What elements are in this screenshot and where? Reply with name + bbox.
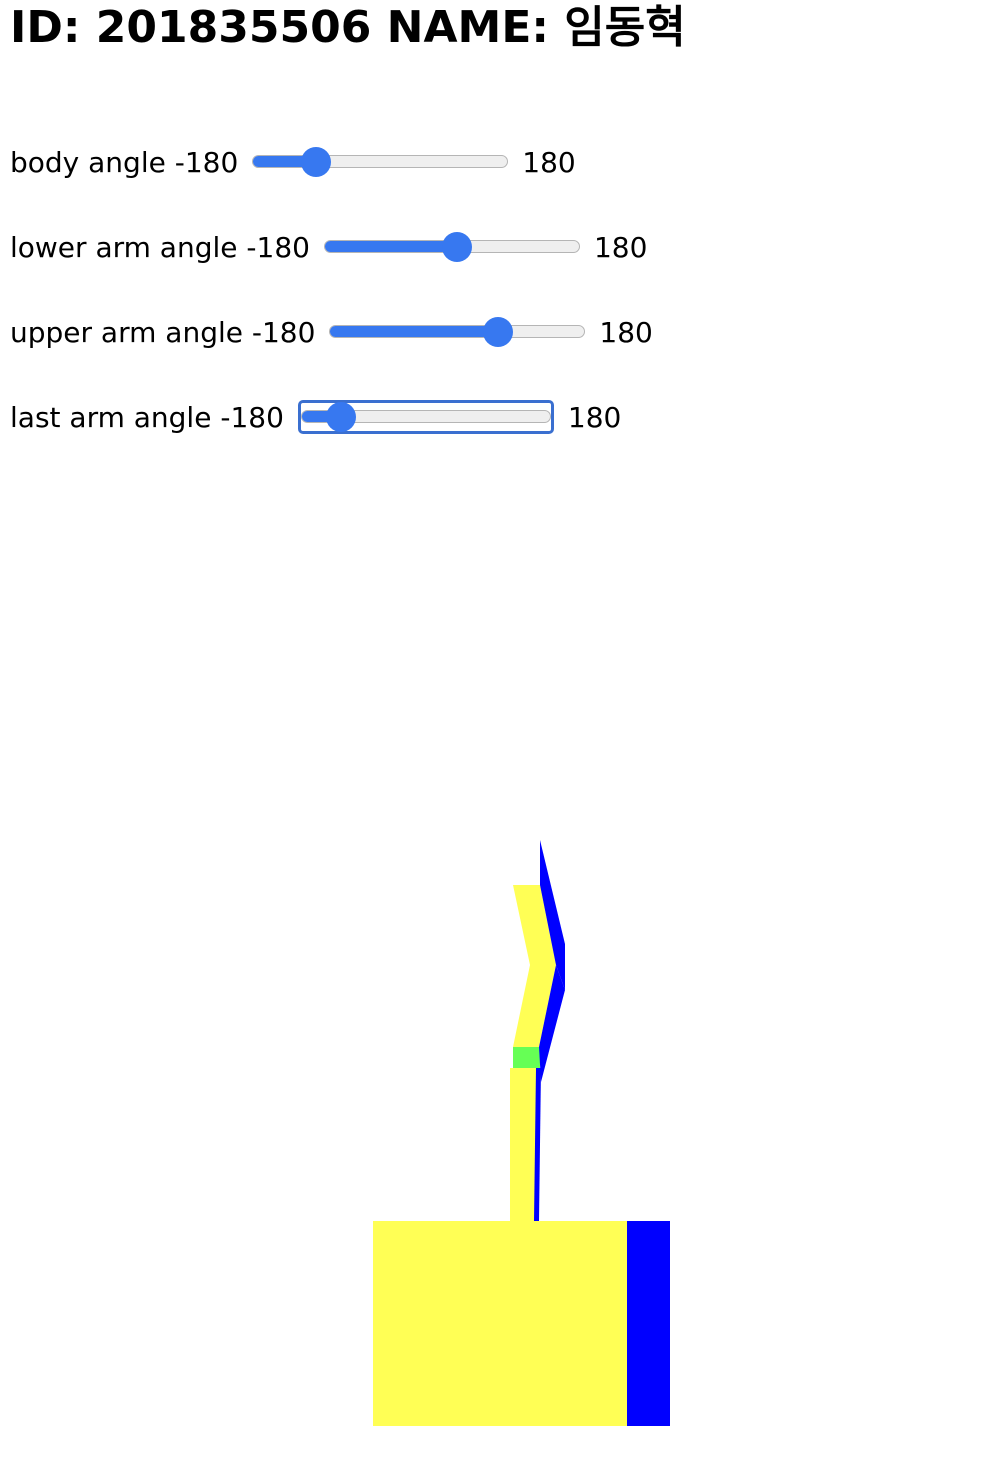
last-arm-angle-label: last arm angle -180 — [10, 400, 284, 434]
slider-fill — [324, 241, 458, 252]
upper-arm-angle-slider[interactable] — [329, 315, 586, 349]
last-arm-angle-control: last arm angle -180 180 — [10, 397, 621, 437]
slider-thumb[interactable] — [325, 402, 356, 432]
robot-joint — [513, 1047, 540, 1068]
robot-last-arm-side — [540, 840, 565, 990]
upper-arm-angle-control: upper arm angle -180 180 — [10, 312, 653, 352]
robot-last-arm — [513, 885, 556, 965]
robot-base-side — [627, 1221, 670, 1426]
upper-arm-angle-label: upper arm angle -180 — [10, 315, 316, 349]
body-angle-max-label: 180 — [522, 145, 576, 179]
page-title: ID: 201835506 NAME: 임동혁 — [10, 2, 686, 53]
upper-arm-angle-max-label: 180 — [599, 315, 653, 349]
robot-lower-arm-side — [534, 1068, 541, 1221]
body-angle-slider[interactable] — [252, 145, 509, 179]
body-angle-label: body angle -180 — [10, 145, 239, 179]
lower-arm-angle-slider[interactable] — [323, 230, 580, 264]
robot-lower-arm — [510, 1068, 536, 1221]
slider-fill — [301, 411, 342, 422]
slider-thumb[interactable] — [442, 232, 473, 262]
slider-track — [300, 410, 551, 423]
robot-base-front — [373, 1221, 627, 1426]
slider-fill — [253, 156, 317, 167]
lower-arm-angle-control: lower arm angle -180 180 — [10, 227, 647, 267]
slider-track — [329, 325, 586, 338]
lower-arm-angle-label: lower arm angle -180 — [10, 230, 310, 264]
body-angle-control: body angle -180 180 — [10, 142, 576, 182]
robot-upper-arm — [513, 965, 556, 1047]
slider-thumb[interactable] — [301, 147, 332, 177]
slider-thumb[interactable] — [483, 317, 514, 347]
last-arm-angle-slider[interactable] — [297, 400, 554, 434]
robot-arm-canvas — [373, 840, 670, 1426]
robot-upper-arm-side — [539, 965, 565, 1082]
lower-arm-angle-max-label: 180 — [593, 230, 648, 264]
last-arm-angle-max-label: 180 — [567, 400, 622, 434]
slider-track — [252, 155, 509, 168]
slider-fill — [330, 326, 499, 337]
